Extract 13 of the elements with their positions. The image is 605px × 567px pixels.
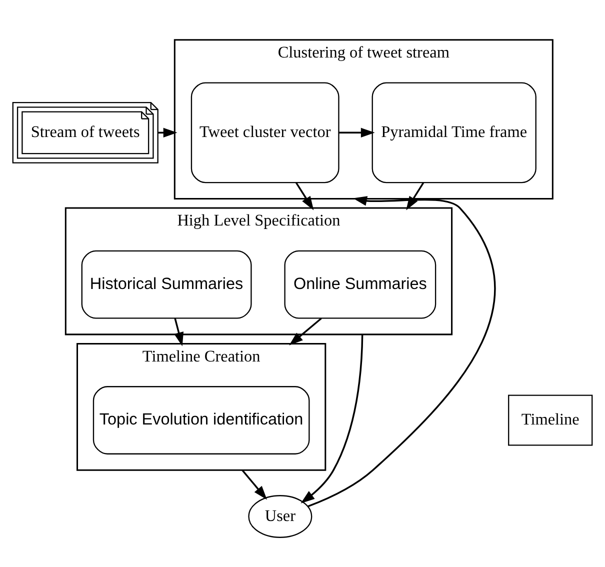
node-box: Online Summaries (284, 250, 436, 318)
arrow (174, 318, 184, 346)
arrow (289, 317, 322, 345)
node-box: Timeline (508, 394, 593, 446)
arrow (242, 469, 268, 500)
node-box: Tweet cluster vector (190, 82, 340, 183)
arrow (296, 182, 314, 210)
node-box: Pyramidal Time frame (372, 82, 536, 183)
arrow (338, 127, 375, 138)
arrow (300, 334, 364, 503)
node-box: Historical Summaries (81, 250, 252, 318)
node-ellipse: User (248, 494, 312, 538)
node-box: Topic Evolution identification (92, 386, 310, 454)
